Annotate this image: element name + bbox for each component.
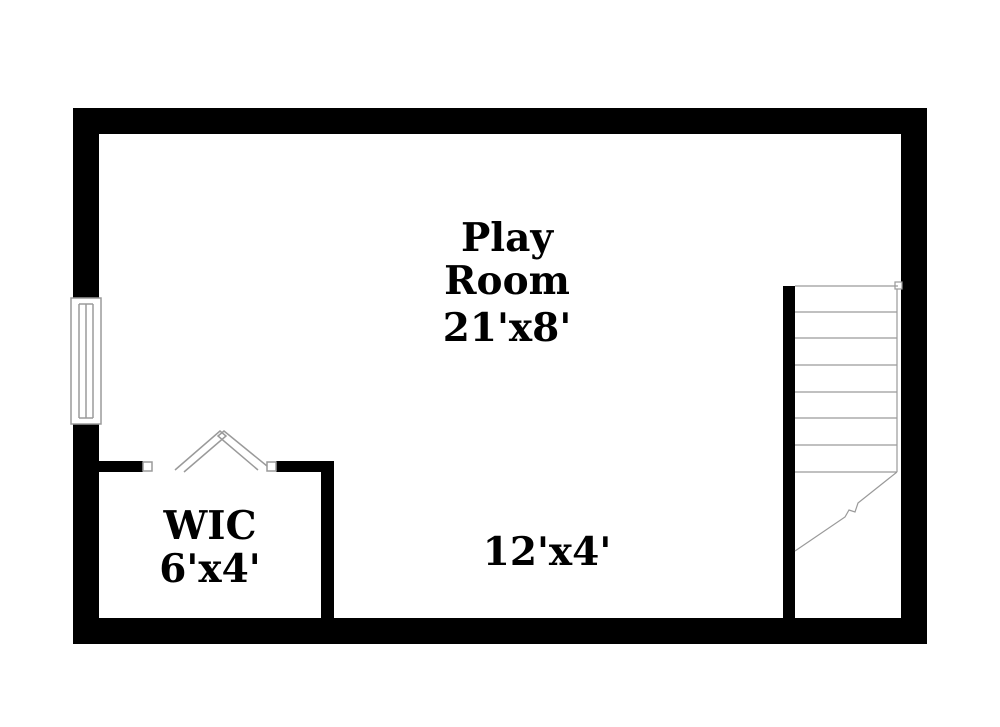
wic-wall-side xyxy=(321,461,334,621)
wic-name: WIC xyxy=(162,503,256,549)
exterior-walls xyxy=(73,108,927,644)
wic-dimensions: 6'x4' xyxy=(159,546,260,592)
wall-top xyxy=(73,108,927,134)
stairs-icon xyxy=(794,281,903,552)
play-room-name-line1: Play xyxy=(461,215,554,261)
wic-wall-top-right xyxy=(276,461,334,472)
play-room-dimensions: 21'x8' xyxy=(443,305,572,351)
wic-wall-top-left xyxy=(99,461,143,472)
stair-wall xyxy=(783,286,795,621)
wall-left-upper xyxy=(73,108,99,298)
bifold-door-icon xyxy=(142,430,277,473)
wic-walls xyxy=(99,461,334,621)
wall-right xyxy=(901,108,927,644)
lower-area-dimensions: 12'x4' xyxy=(483,529,612,575)
window-icon xyxy=(70,297,102,425)
wall-bottom xyxy=(73,618,927,644)
play-room-name-line2: Room xyxy=(444,258,570,304)
wall-left-lower xyxy=(73,424,99,644)
